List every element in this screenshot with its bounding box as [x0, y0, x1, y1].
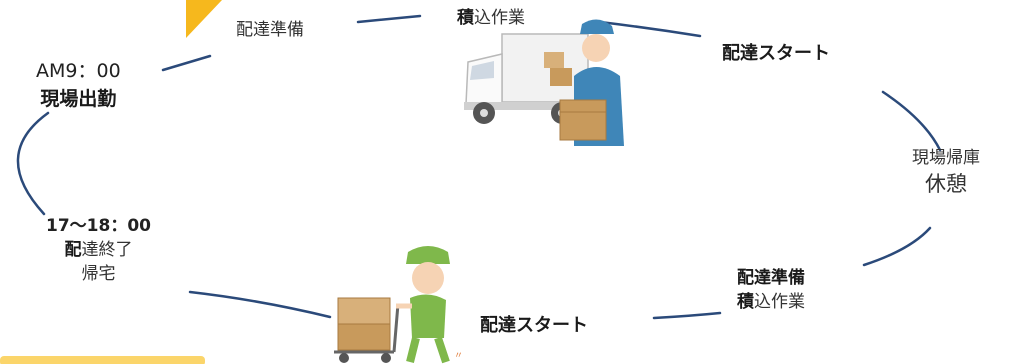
return-line2: 休憩	[925, 172, 967, 196]
yellow-bottom-tab	[0, 356, 205, 364]
connector-deliver-return	[881, 90, 942, 152]
end-bold: 配	[64, 240, 82, 260]
step-prep1: 配達準備	[236, 20, 304, 40]
connector-return-prep	[862, 226, 932, 267]
step-deliver2: 配達スタート	[480, 315, 588, 336]
step-load1: 積込作業	[457, 6, 525, 30]
yellow-corner-accent	[186, 0, 222, 38]
start-label: 現場出勤	[40, 88, 117, 110]
end-time: 17〜18：00	[46, 216, 151, 236]
start-time: AM9：00	[36, 60, 121, 82]
step-return: 現場帰庫 休憩	[912, 146, 980, 198]
connector-end-start	[16, 111, 50, 216]
connector-prep-deliver	[652, 311, 722, 320]
load1-rest: 込作業	[474, 8, 525, 28]
end-line3: 帰宅	[81, 264, 116, 284]
connector-load-deliver	[598, 20, 702, 38]
step-end: 17〜18：00 配達終了 帰宅	[46, 214, 151, 286]
prep2-bold: 積	[737, 292, 754, 312]
end-rest: 達終了	[81, 240, 133, 260]
connector-deliver-end	[188, 290, 332, 319]
cart-worker-icon: 〃	[334, 246, 463, 364]
connector-prep-load	[356, 14, 422, 24]
truck-worker-icon	[464, 19, 624, 146]
connector-start-prep	[161, 54, 212, 72]
step-deliver1: 配達スタート	[722, 43, 830, 64]
step-start: AM9：00 現場出勤	[36, 57, 121, 113]
prep2-label: 配達準備	[737, 268, 805, 288]
prep2-rest: 込作業	[754, 292, 805, 312]
svg-text:〃: 〃	[454, 351, 463, 361]
load1-bold: 積	[457, 8, 474, 28]
step-prep2: 配達準備 積込作業	[737, 266, 805, 314]
return-line1: 現場帰庫	[912, 148, 980, 168]
